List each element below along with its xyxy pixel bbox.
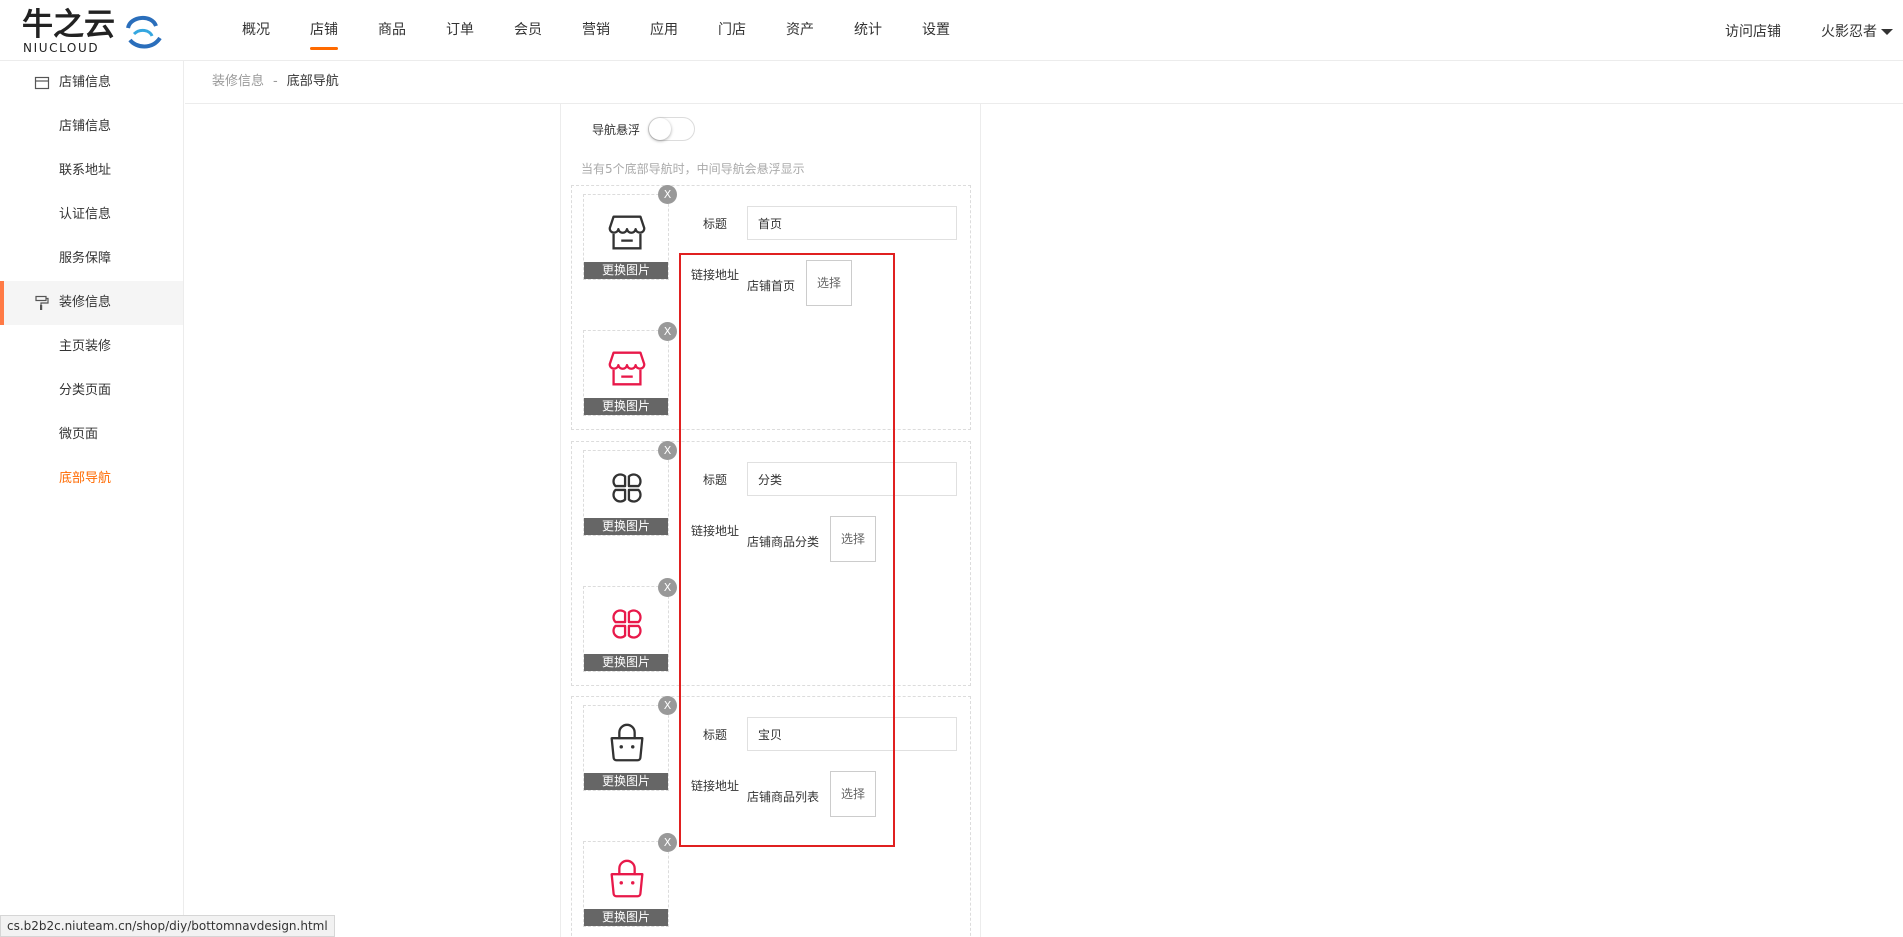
sidebar-group-label: 店铺信息 <box>59 75 112 90</box>
select-link-button[interactable]: 选择 <box>830 516 876 562</box>
select-link-button[interactable]: 选择 <box>806 260 852 306</box>
title-label: 标题 <box>703 728 728 742</box>
float-setting-row: 导航悬浮 <box>592 116 696 142</box>
icon-image-box[interactable]: 更换图片 <box>583 705 669 791</box>
replace-image-button[interactable]: 更换图片 <box>584 773 668 790</box>
sidebar-group-decoration[interactable]: 装修信息 <box>0 281 183 325</box>
link-label: 链接地址 <box>691 524 740 538</box>
nav-assets[interactable]: 资产 <box>786 22 814 38</box>
nav-members[interactable]: 会员 <box>514 22 542 38</box>
nav-item-block: 更换图片 X 更换图片 X 标题 链接地址 店铺首页 选择 <box>571 185 971 430</box>
top-header: 牛之云 NIUCLOUD 概况 店铺 商品 订单 会员 营销 应用 门店 资产 … <box>0 0 1903 61</box>
delete-image-button[interactable]: X <box>658 696 677 715</box>
sidebar-item-contact-address[interactable]: 联系地址 <box>59 163 112 178</box>
float-label: 导航悬浮 <box>592 122 641 137</box>
category-icon <box>612 473 642 503</box>
replace-image-button[interactable]: 更换图片 <box>584 398 668 415</box>
nav-apps[interactable]: 应用 <box>650 22 678 38</box>
visit-shop-link[interactable]: 访问店铺 <box>1725 23 1781 40</box>
replace-image-button[interactable]: 更换图片 <box>584 518 668 535</box>
link-value: 店铺首页 <box>747 279 796 293</box>
title-input[interactable] <box>747 462 957 496</box>
delete-image-button[interactable]: X <box>658 185 677 204</box>
icon-image-box-selected[interactable]: 更换图片 <box>583 330 669 416</box>
sidebar-group-shop-info[interactable]: 店铺信息 <box>0 61 183 105</box>
nav-item-block: 更换图片 X 更换图片 X 标题 链接地址 店铺商品分类 选择 <box>571 441 971 686</box>
breadcrumb: 装修信息-底部导航 <box>185 61 1903 104</box>
delete-image-button[interactable]: X <box>658 441 677 460</box>
sidebar-group-label: 装修信息 <box>59 295 112 310</box>
nav-statistics[interactable]: 统计 <box>854 22 882 38</box>
nav-marketing[interactable]: 营销 <box>582 22 610 38</box>
title-input[interactable] <box>747 206 957 240</box>
title-input[interactable] <box>747 717 957 751</box>
logo-text-en: NIUCLOUD <box>23 41 100 55</box>
sidebar-item-micro-page[interactable]: 微页面 <box>59 427 99 442</box>
status-bar-url: cs.b2b2c.niuteam.cn/shop/diy/bottomnavde… <box>0 915 335 937</box>
logo-cloud-icon <box>126 16 162 49</box>
shop-icon <box>608 351 646 386</box>
link-label: 链接地址 <box>691 779 740 793</box>
nav-shop[interactable]: 店铺 <box>290 0 358 61</box>
sidebar-item-homepage-decoration[interactable]: 主页装修 <box>59 339 112 354</box>
replace-image-button[interactable]: 更换图片 <box>584 654 668 671</box>
toggle-knob <box>649 118 672 140</box>
nav-settings[interactable]: 设置 <box>922 22 950 38</box>
caret-down-icon <box>1881 28 1893 35</box>
icon-image-box[interactable]: 更换图片 <box>583 450 669 536</box>
nav-overview[interactable]: 概况 <box>242 22 270 38</box>
user-menu[interactable]: 火影忍者 <box>1821 21 1893 41</box>
icon-image-box-selected[interactable]: 更换图片 <box>583 841 669 927</box>
sidebar-item-category-page[interactable]: 分类页面 <box>59 383 112 398</box>
link-label: 链接地址 <box>691 268 740 282</box>
float-toggle[interactable] <box>648 117 696 141</box>
float-hint: 当有5个底部导航时，中间导航会悬浮显示 <box>581 162 805 176</box>
sidebar-item-certification[interactable]: 认证信息 <box>59 207 112 222</box>
delete-image-button[interactable]: X <box>658 322 677 341</box>
title-label: 标题 <box>703 217 728 231</box>
link-value: 店铺商品分类 <box>747 535 820 549</box>
store-icon <box>34 76 50 90</box>
bag-icon <box>610 723 644 762</box>
nav-item-block: 更换图片 X 更换图片 X 标题 链接地址 店铺商品列表 选择 <box>571 696 971 937</box>
select-link-button[interactable]: 选择 <box>830 771 876 817</box>
delete-image-button[interactable]: X <box>658 578 677 597</box>
title-label: 标题 <box>703 473 728 487</box>
replace-image-button[interactable]: 更换图片 <box>584 262 668 279</box>
category-icon <box>612 609 642 639</box>
sidebar-item-bottom-nav[interactable]: 底部导航 <box>59 471 112 486</box>
username: 火影忍者 <box>1821 23 1877 40</box>
nav-orders[interactable]: 订单 <box>446 22 474 38</box>
sidebar-item-shop-info[interactable]: 店铺信息 <box>59 119 112 134</box>
icon-image-box[interactable]: 更换图片 <box>583 194 669 280</box>
nav-goods[interactable]: 商品 <box>378 22 406 38</box>
main-nav: 概况 店铺 商品 订单 会员 营销 应用 门店 资产 统计 设置 <box>222 0 970 61</box>
logo[interactable]: 牛之云 NIUCLOUD <box>22 7 164 55</box>
icon-image-box-selected[interactable]: 更换图片 <box>583 586 669 672</box>
bag-icon <box>610 859 644 898</box>
breadcrumb-separator: - <box>273 74 278 89</box>
replace-image-button[interactable]: 更换图片 <box>584 909 668 926</box>
delete-image-button[interactable]: X <box>658 833 677 852</box>
header-right: 访问店铺 火影忍者 <box>1725 0 1903 61</box>
paint-roller-icon <box>35 295 49 310</box>
sidebar: 店铺信息 店铺信息 联系地址 认证信息 服务保障 装修信息 主页装修 分类页面 … <box>0 61 184 937</box>
bottom-nav-editor: 导航悬浮 当有5个底部导航时，中间导航会悬浮显示 更换图片 X 更换图片 X 标… <box>560 104 981 937</box>
link-value: 店铺商品列表 <box>747 790 820 804</box>
nav-stores[interactable]: 门店 <box>718 22 746 38</box>
sidebar-item-service-guarantee[interactable]: 服务保障 <box>59 251 112 266</box>
breadcrumb-current: 底部导航 <box>286 74 339 89</box>
breadcrumb-parent[interactable]: 装修信息 <box>212 74 265 89</box>
shop-icon <box>608 215 646 250</box>
logo-text-cn: 牛之云 <box>22 7 115 43</box>
